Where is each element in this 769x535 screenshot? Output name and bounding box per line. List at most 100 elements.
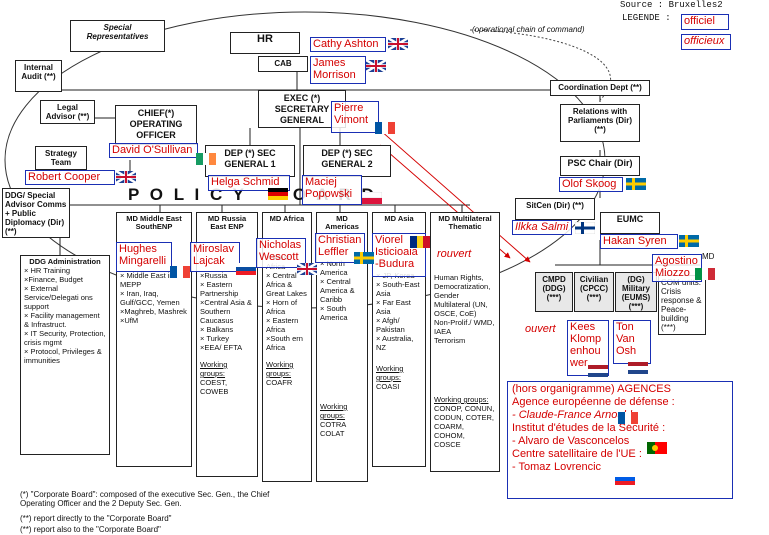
source-line: Source : Bruxelles2: [620, 0, 723, 10]
agency-iss: Institut d'études de la Sécurité :: [512, 422, 666, 434]
column-line: × External Service/Delegati ons support: [24, 284, 93, 311]
column-line: × Eastern Africa: [266, 316, 299, 334]
sweden-flag-icon: [626, 178, 646, 190]
name-ilkka-salmi: Ilkka Salmi: [512, 220, 572, 235]
psc-chair-box: PSC Chair (Dir): [560, 156, 640, 176]
column-title: MD Multilateral Thematic: [438, 214, 492, 231]
france-flag-icon: [170, 266, 190, 278]
column-line: ×EEA/ EFTA: [200, 343, 243, 352]
name-hakan-syren: Hakan Syren: [600, 234, 678, 249]
working-groups-label: Working groups:: [266, 360, 294, 378]
column-line: × IT Security, Protection, crisis mgmt: [24, 329, 106, 347]
uk-flag-icon: [116, 171, 136, 183]
working-groups-line: COAFR: [266, 378, 293, 387]
strategy-team-box: Strategy Team: [35, 146, 87, 170]
column-line: × Turkey: [200, 334, 229, 343]
column-line: ×Russia: [200, 271, 228, 280]
column-line: × Australia, NZ: [376, 334, 414, 352]
poland-flag-icon: [362, 192, 382, 204]
footnote-corporate-board: (*) "Corporate Board": composed of the e…: [20, 490, 270, 508]
agency-eda-head: - Claude-France Arnould: [512, 409, 633, 421]
agency-satcen: Centre satellitaire de l'UE :: [512, 448, 642, 460]
portugal-flag-icon: [647, 442, 667, 454]
column-title: MD Americas: [325, 214, 359, 231]
column-line: × Far East Asia: [376, 298, 411, 316]
agencies-heading: (hors organigramme) AGENCES: [512, 383, 671, 395]
column-line: × Horn of Africa: [266, 298, 298, 316]
column-title: MD Middle East SouthENP: [126, 214, 182, 231]
column-line: × Balkans: [200, 325, 234, 334]
special-representatives-box: Special Representatives: [70, 20, 165, 52]
column-line: × Afgh/ Pakistan: [376, 316, 405, 334]
name-miroslav-lajcak: Miroslav Lajcak: [190, 242, 240, 272]
agency-eda: Agence européenne de défense :: [512, 396, 675, 408]
dep-sec-general-2-box: DEP (*) SEC GENERAL 2: [303, 145, 391, 177]
agency-satcen-head: - Tomaz Lovrencic: [512, 461, 602, 473]
cmpd-box: CMPD (DDG) (***): [535, 272, 573, 312]
relations-parliaments-box: Relations with Parliaments (Dir) (**): [560, 104, 640, 142]
uk-flag-icon: [297, 263, 317, 275]
column-line: × HR Training: [24, 266, 71, 275]
eumc-box: EUMC: [600, 212, 660, 234]
finland-flag-icon: [575, 222, 595, 234]
column-line: Terrorism: [434, 336, 466, 345]
name-maciej-popowski: Maciej Popowski: [302, 175, 362, 205]
sitcen-box: SitCen (Dir) (**): [515, 198, 595, 220]
column-title: MD Asia: [384, 214, 414, 223]
name-helga-schmid: Helga Schmid: [208, 175, 290, 191]
sweden-flag-icon: [354, 252, 374, 264]
working-groups-label: Working groups:: [320, 402, 348, 420]
column-line: × South America: [320, 304, 348, 322]
column-line: ×Central Asia & Southern Caucasus: [200, 298, 252, 325]
italy-flag-icon: [695, 268, 715, 280]
column-line: Human Rights, Democratization, Gender: [434, 273, 491, 300]
column-line: ×Finance, Budget: [24, 275, 84, 284]
working-groups-label: Working groups:: [200, 360, 228, 378]
france-flag-icon: [375, 122, 395, 134]
name-david-osullivan: David O'Sullivan: [109, 143, 198, 158]
ireland-flag-icon: [196, 153, 216, 165]
uk-flag-icon: [366, 60, 386, 72]
footnote-report-directly: (**) report directly to the "Corporate B…: [20, 514, 172, 523]
working-groups-line: CONOP, CONUN,: [434, 404, 495, 413]
working-groups-label: Working groups:: [376, 364, 404, 382]
working-groups-line: COLAT: [320, 429, 345, 438]
military-eums-box: (DG) Military (EUMS) (***): [615, 272, 657, 312]
name-hughes-mingarelli: Hughes Mingarelli: [116, 242, 172, 272]
name-agostino-miozzo: Agostino Miozzo: [652, 254, 702, 282]
legal-advisor-box: Legal Advisor (**): [40, 100, 95, 124]
working-groups-line: COSCE: [434, 440, 461, 449]
working-groups-line: CODUN, COTER,: [434, 413, 494, 422]
ddg-special-advisor-box: DDG/ Special Advisor Comms + Public Dipl…: [2, 188, 70, 238]
chief-operating-officer-box: CHIEF(*) OPERATING OFFICER: [115, 105, 197, 145]
column-title: MD Africa: [269, 214, 305, 223]
working-groups-label: Working groups:: [434, 395, 489, 404]
column-line: × North America: [320, 259, 348, 277]
uk-flag-icon: [388, 38, 408, 50]
name-olof-skoog: Olof Skoog: [559, 177, 623, 192]
name-robert-cooper: Robert Cooper: [25, 170, 115, 185]
agency-iss-head: - Alvaro de Vasconcelos: [512, 435, 630, 447]
france-flag-icon: [618, 412, 638, 424]
netherlands-flag-icon: [628, 362, 648, 374]
dep-sec-general-1-box: DEP (*) SEC GENERAL 1: [205, 145, 295, 177]
germany-flag-icon: [268, 188, 288, 200]
column-line: ×South ern Africa: [266, 334, 303, 352]
working-groups-line: COTRA: [320, 420, 347, 429]
name-cathy-ashton: Cathy Ashton: [310, 37, 386, 52]
operational-chain-label: (operational chain of command): [472, 25, 585, 34]
legend-unofficial: officieux: [681, 34, 731, 50]
md-tag: MD: [702, 252, 715, 261]
civilian-cpcc-box: Civilian (CPCC) (***): [574, 272, 614, 312]
column-md-multilateral: MD Multilateral Thematic Human Rights, D…: [430, 212, 500, 472]
sweden-flag-icon: [679, 235, 699, 247]
name-ton-van-osh: Ton Van Osh: [613, 320, 651, 364]
name-pierre-vimont: Pierre Vimont: [331, 101, 379, 133]
ouvert-note: ouvert: [525, 323, 556, 335]
column-line: × Facility management & Infrastruct.: [24, 311, 100, 329]
internal-audit-box: Internal Audit (**): [15, 60, 62, 92]
working-groups-line: COEST, COWEB: [200, 378, 229, 396]
column-line: ×Maghreb, Mashrek: [120, 307, 187, 316]
column-title: MD Russia East ENP: [207, 214, 247, 231]
column-ddg-administration: DDG Administration × HR Training ×Financ…: [20, 255, 110, 455]
